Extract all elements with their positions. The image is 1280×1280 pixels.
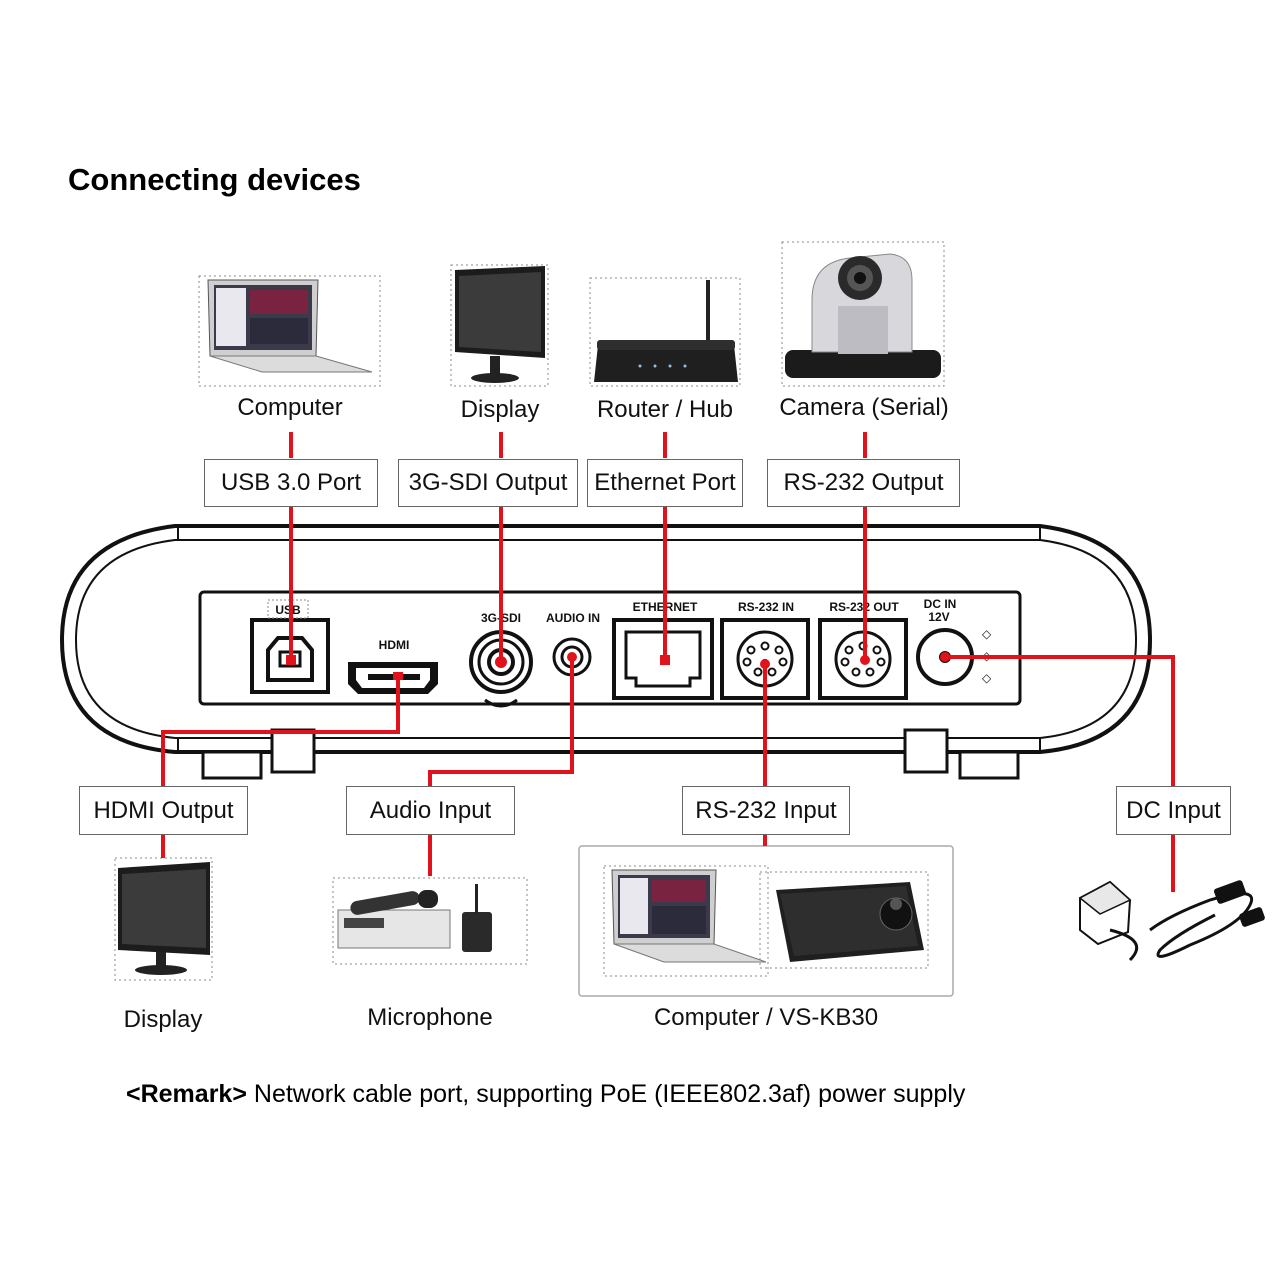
display-monitor-bottom-icon xyxy=(114,857,213,981)
svg-text:◇: ◇ xyxy=(982,671,992,685)
power-adapter-icon xyxy=(1078,880,1265,962)
device-label-computer-kb30: Computer / VS-KB30 xyxy=(653,1004,879,1031)
remark-tag: <Remark> xyxy=(126,1080,247,1108)
page-title: Connecting devices xyxy=(68,162,361,197)
cable-dots xyxy=(286,652,950,680)
remark-text: Network cable port, supporting PoE (IEEE… xyxy=(246,1080,966,1108)
panel-label-dc-volt: 12V xyxy=(928,610,949,624)
port-box-audio: Audio Input xyxy=(346,786,515,835)
ptz-camera-icon xyxy=(781,241,945,387)
device-label-computer: Computer xyxy=(237,394,343,421)
cable-lines xyxy=(161,432,1175,892)
remark-note: <Remark> Network cable port, supporting … xyxy=(126,1080,965,1109)
microphone-receiver-icon xyxy=(332,877,528,965)
panel-label-audio: AUDIO IN xyxy=(546,611,600,625)
computer-kb30-group-icon xyxy=(578,845,954,997)
panel-label-usb: USB xyxy=(275,603,301,617)
port-box-dc: DC Input xyxy=(1116,786,1231,835)
device-label-router: Router / Hub xyxy=(596,396,734,423)
svg-text:◇: ◇ xyxy=(982,627,992,641)
port-box-ethernet: Ethernet Port xyxy=(587,459,743,507)
device-label-microphone: Microphone xyxy=(367,1004,493,1031)
router-hub-icon xyxy=(589,277,741,387)
device-label-camera: Camera (Serial) xyxy=(779,394,949,421)
device-label-display: Display xyxy=(460,396,540,423)
port-box-usb: USB 3.0 Port xyxy=(204,459,378,507)
port-box-hdmi: HDMI Output xyxy=(79,786,248,835)
panel-label-rs232-in: RS-232 IN xyxy=(738,600,794,614)
computer-laptop-icon xyxy=(198,275,381,387)
device-label-display-bottom: Display xyxy=(123,1006,203,1033)
panel-label-dc-in: DC IN xyxy=(924,597,957,611)
port-box-rs232-in: RS-232 Input xyxy=(682,786,850,835)
port-box-rs232-out: RS-232 Output xyxy=(767,459,960,507)
panel-label-hdmi: HDMI xyxy=(379,638,410,652)
display-monitor-icon xyxy=(450,264,549,387)
port-box-sdi: 3G-SDI Output xyxy=(398,459,578,507)
